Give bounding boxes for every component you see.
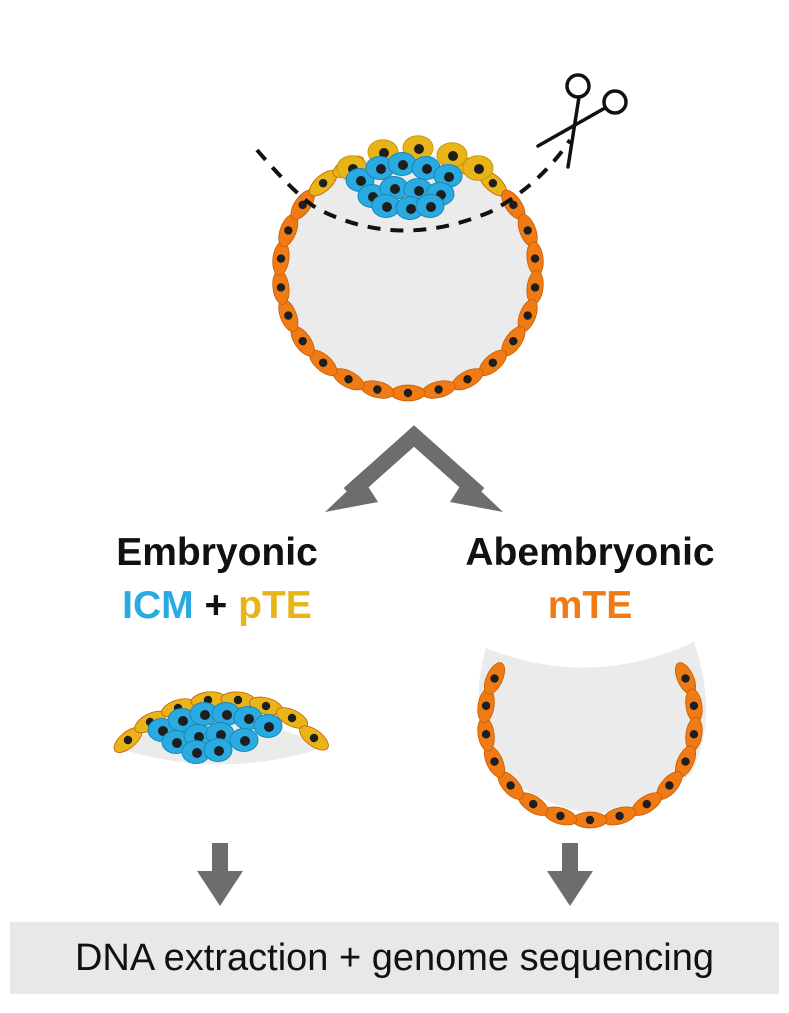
embryonic-title: Embryonic (116, 531, 318, 574)
footer-banner: DNA extraction + genome sequencing (10, 922, 779, 994)
mural-te-cell (572, 811, 608, 829)
icm-cell (229, 728, 259, 752)
icm-label: ICM (122, 584, 194, 627)
mural-te-cell (685, 688, 703, 724)
mural-te-cell (674, 662, 697, 695)
mural-te-cell (685, 716, 703, 752)
polar-te-cell (436, 142, 468, 168)
mural-te-cell (483, 662, 506, 695)
polar-te-cell (299, 725, 329, 751)
mural-te-cell (272, 241, 290, 276)
embryonic-components: ICM + pTE (0, 584, 434, 628)
mural-te-cell (290, 326, 315, 357)
plus-sign: + (204, 584, 228, 627)
mural-te-cell (656, 771, 683, 800)
mural-te-cell (526, 270, 544, 305)
mural-te-cell (517, 213, 538, 247)
blastocoel-cavity (280, 153, 536, 393)
polar-te-cell (462, 155, 494, 181)
footer-text: DNA extraction + genome sequencing (74, 937, 714, 979)
mural-te-cell (526, 241, 544, 276)
blastocyst (272, 135, 544, 402)
inner-cell-mass (336, 135, 494, 220)
embryonic-label: Embryonic (0, 531, 434, 575)
down-arrow-icon (197, 843, 243, 906)
pte-label: pTE (238, 584, 312, 627)
polar-te-cell (275, 707, 309, 729)
icm-cell (203, 738, 233, 762)
embryonic-fragment (113, 691, 329, 765)
polar-te-cell (402, 135, 434, 161)
fragment-cavity (478, 642, 707, 813)
icm-cell (387, 152, 417, 176)
abembryonic-title: Abembryonic (465, 531, 715, 574)
mural-te-cell (501, 326, 526, 357)
mural-te-cell (421, 380, 456, 399)
mural-te-cell (390, 384, 426, 402)
split-arrow-icon (325, 425, 503, 512)
abembryonic-components: mTE (420, 584, 760, 628)
down-arrow-icon (547, 843, 593, 906)
icm-cell (211, 702, 241, 726)
icm-cell (365, 156, 395, 180)
mural-te-cell (360, 380, 395, 399)
mte-label: mTE (547, 584, 633, 627)
icm-cell (415, 194, 445, 218)
mural-te-cell (517, 299, 538, 333)
abembryonic-label: Abembryonic (420, 531, 760, 575)
scissors-icon (536, 73, 628, 169)
trophectoderm-ring (272, 155, 544, 402)
mural-te-cell (602, 806, 637, 826)
mural-te-cell (497, 771, 524, 800)
mural-te-cell (477, 716, 495, 752)
icm-cell (253, 714, 283, 738)
polar-te-cell (113, 727, 143, 753)
abembryonic-fragment (477, 642, 707, 829)
